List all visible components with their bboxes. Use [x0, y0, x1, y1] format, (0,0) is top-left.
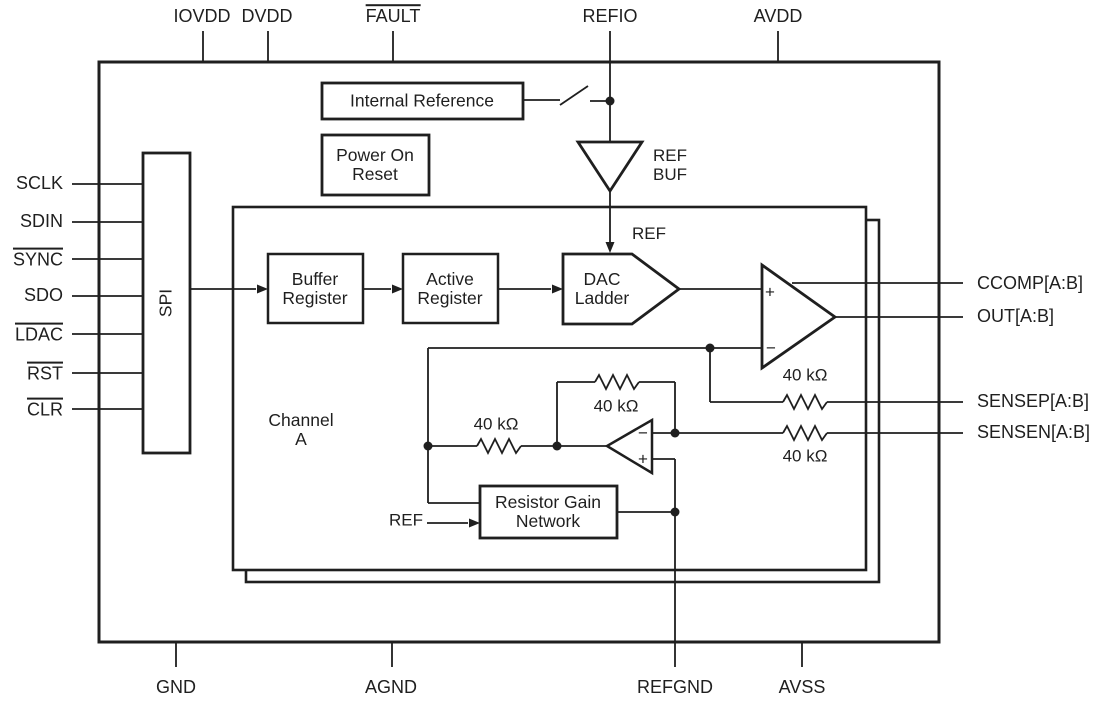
pin-label-sdo: SDO: [23, 285, 63, 306]
resistor-value-sensep: 40 kΩ: [782, 365, 828, 385]
pin-label-iovdd: IOVDD: [173, 6, 231, 27]
sense-opamp-minus-sign: −: [638, 423, 648, 443]
arrowheads: [257, 242, 615, 528]
pin-label-avdd: AVDD: [753, 6, 803, 27]
pin-label-rst: RST: [27, 361, 63, 384]
output-opamp-plus-sign: +: [765, 282, 775, 302]
pin-label-sensen: SENSEN[A:B]: [977, 422, 1091, 443]
pin-label-ldac: LDAC: [14, 322, 63, 345]
pin-label-avss: AVSS: [778, 677, 826, 697]
pin-label-gnd: GND: [156, 677, 196, 697]
resistor-value-input: 40 kΩ: [473, 414, 519, 434]
pin-label-dvdd: DVDD: [241, 6, 293, 27]
pin-label-refio: REFIO: [582, 6, 638, 27]
resistor-gain-network-box: [478, 484, 619, 540]
pin-label-sclk: SCLK: [15, 173, 63, 194]
resistor-input: [476, 436, 522, 456]
reference-switch: [559, 85, 589, 106]
internal-reference-label: Internal Reference: [350, 90, 494, 111]
sense-opamp: [604, 417, 654, 476]
ref-input-label: REF: [389, 510, 423, 530]
pin-label-refgnd: REFGND: [637, 677, 713, 697]
outer-wires: [72, 31, 803, 667]
power-on-reset-box: [320, 133, 431, 197]
inner-wires: [190, 191, 963, 667]
chip-outline: [97, 60, 941, 644]
pin-label-agnd: AGND: [364, 677, 418, 697]
junction-dots: [423, 96, 715, 517]
buffer-register-box: [266, 252, 365, 325]
resistor-sensep: [782, 392, 828, 412]
pin-label-fault: FAULT: [365, 4, 421, 27]
pin-label-sensep: SENSEP[A:B]: [977, 391, 1090, 412]
pin-label-clr: CLR: [26, 397, 63, 420]
pin-label-ccomp: CCOMP[A:B]: [977, 273, 1084, 294]
ref-net-label: REF: [632, 224, 666, 243]
resistor-value-feedback: 40 kΩ: [593, 396, 639, 416]
active-register-box: [401, 252, 500, 325]
resistor-sensen: [782, 423, 828, 443]
spi-box: [141, 151, 192, 455]
pin-label-sync: SYNC: [12, 247, 63, 270]
spi-label: SPI: [155, 288, 176, 318]
internal-reference-box: [320, 81, 525, 121]
resistor-value-sensen: 40 kΩ: [782, 446, 828, 466]
resistor-feedback: [594, 372, 640, 392]
sense-opamp-plus-sign: +: [638, 449, 648, 469]
pin-label-sdin: SDIN: [19, 211, 63, 232]
ref-buffer-amp: [575, 140, 645, 194]
output-opamp-minus-sign: −: [766, 338, 776, 358]
dac-ladder-shape: [561, 252, 682, 326]
pin-label-out: OUT[A:B]: [977, 306, 1055, 327]
output-opamp: [760, 262, 838, 371]
